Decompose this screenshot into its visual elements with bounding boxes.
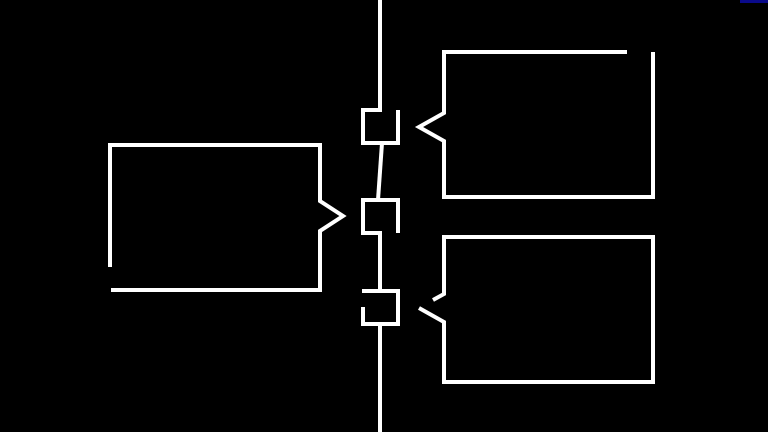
spine-connector-top: [361, 0, 400, 145]
spine-connector-middle: [361, 198, 400, 291]
spine-link-1: [376, 142, 384, 201]
central-spine: [361, 0, 400, 432]
spine-connector-bottom: [361, 289, 400, 326]
right-bottom-callout-box: [418, 235, 655, 384]
right-top-callout-box: [414, 50, 655, 199]
corner-accent: [740, 0, 768, 3]
left-callout-box: [108, 143, 347, 292]
right-bottom-callout-outline: [418, 235, 655, 384]
